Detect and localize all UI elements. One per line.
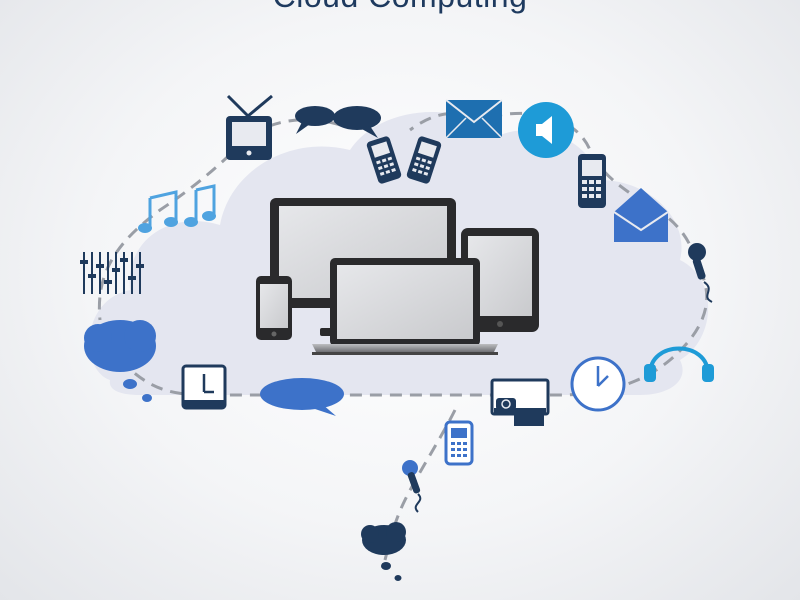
- headphones-icon[interactable]: [644, 346, 714, 383]
- speaker-icon[interactable]: [518, 102, 574, 158]
- small-thought-cloud-icon[interactable]: [361, 522, 406, 581]
- speech-bubbles-icon[interactable]: [295, 106, 381, 138]
- mobile-phone-icon[interactable]: [578, 154, 606, 208]
- small-microphone-icon[interactable]: [402, 460, 422, 513]
- tv-icon[interactable]: [226, 94, 273, 160]
- thought-cloud-icon[interactable]: [84, 320, 156, 402]
- mail-icon[interactable]: [445, 99, 503, 139]
- microphone-icon[interactable]: [688, 243, 713, 303]
- calendar-clock-icon[interactable]: [181, 364, 227, 410]
- clock-icon[interactable]: [570, 356, 626, 412]
- speech-bubble-icon[interactable]: [260, 378, 344, 416]
- open-envelope-icon[interactable]: [613, 188, 669, 242]
- projector-icon[interactable]: [490, 378, 550, 426]
- smartphone-icon: [256, 276, 292, 340]
- equalizer-icon[interactable]: [80, 252, 144, 294]
- music-notes-icon[interactable]: [138, 184, 216, 233]
- mobile-phones-icon[interactable]: [366, 135, 442, 184]
- page-title: Cloud Computing: [0, 0, 800, 15]
- calculator-phone-icon[interactable]: [444, 420, 474, 466]
- laptop-icon: [312, 258, 498, 355]
